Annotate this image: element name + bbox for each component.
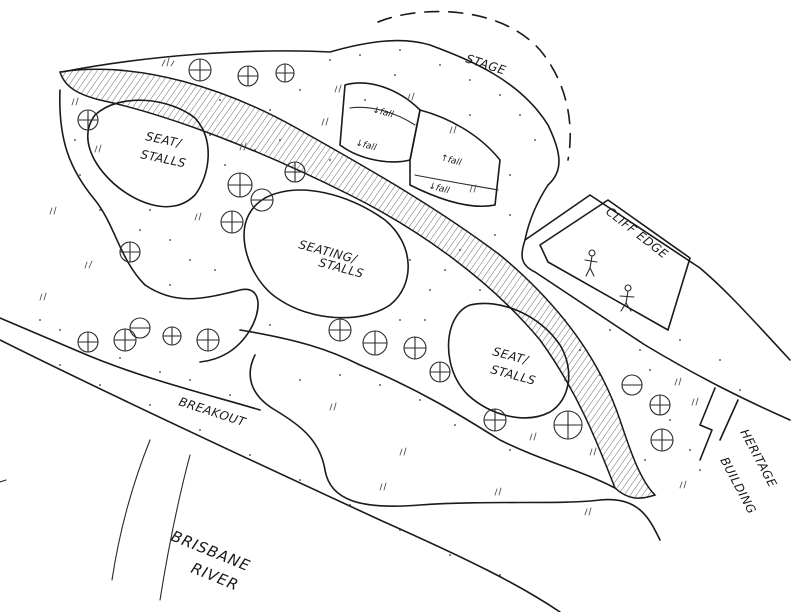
fall-divider-2	[414, 174, 499, 191]
cliff-path-upper	[524, 184, 791, 361]
river-bank-top	[0, 317, 261, 411]
label-seat-stalls-right-2: STALLS	[489, 362, 537, 387]
label-stage: STAGE	[464, 52, 508, 78]
label-building: BUILDING	[717, 455, 759, 517]
fall-planter-2	[409, 109, 501, 208]
label-cliff-edge: CLIFF EDGE	[603, 204, 671, 261]
fall-planter-1	[339, 82, 421, 163]
river-post-2	[159, 454, 191, 601]
river-post-1	[111, 439, 151, 581]
label-fall-1: ↓fall	[371, 105, 395, 120]
stage-boundary	[377, 10, 571, 161]
label-breakout: BREAKOUT	[177, 395, 249, 430]
river-bank-line	[0, 339, 561, 612]
grass-tufts	[39, 57, 699, 516]
river-bank-lower	[0, 479, 7, 483]
terrace-lower-edge	[239, 329, 616, 489]
seat-stalls-top-area	[86, 99, 209, 208]
stipple-texture	[39, 49, 741, 576]
label-fall-3: ↑fall	[439, 153, 463, 168]
cliff-edge-box	[539, 199, 691, 331]
ground-left-edge	[58, 89, 259, 363]
person-figure-1	[584, 249, 598, 277]
person-figure-2	[619, 284, 635, 312]
breakout-edge	[249, 354, 661, 541]
seating-stalls-area	[243, 189, 409, 319]
trees	[77, 58, 674, 452]
fall-divider-1	[349, 106, 416, 126]
ground-top-edge	[61, 39, 560, 186]
cliff-path-lower	[521, 239, 791, 421]
seat-stalls-right-area	[447, 302, 570, 419]
heritage-building-outline	[699, 387, 739, 461]
label-seat-stalls-top-1: SEAT/	[144, 129, 184, 151]
label-fall-2: ↓fall	[354, 138, 378, 153]
hatched-terrace	[59, 68, 657, 499]
label-seat-stalls-top-2: STALLS	[139, 147, 187, 170]
